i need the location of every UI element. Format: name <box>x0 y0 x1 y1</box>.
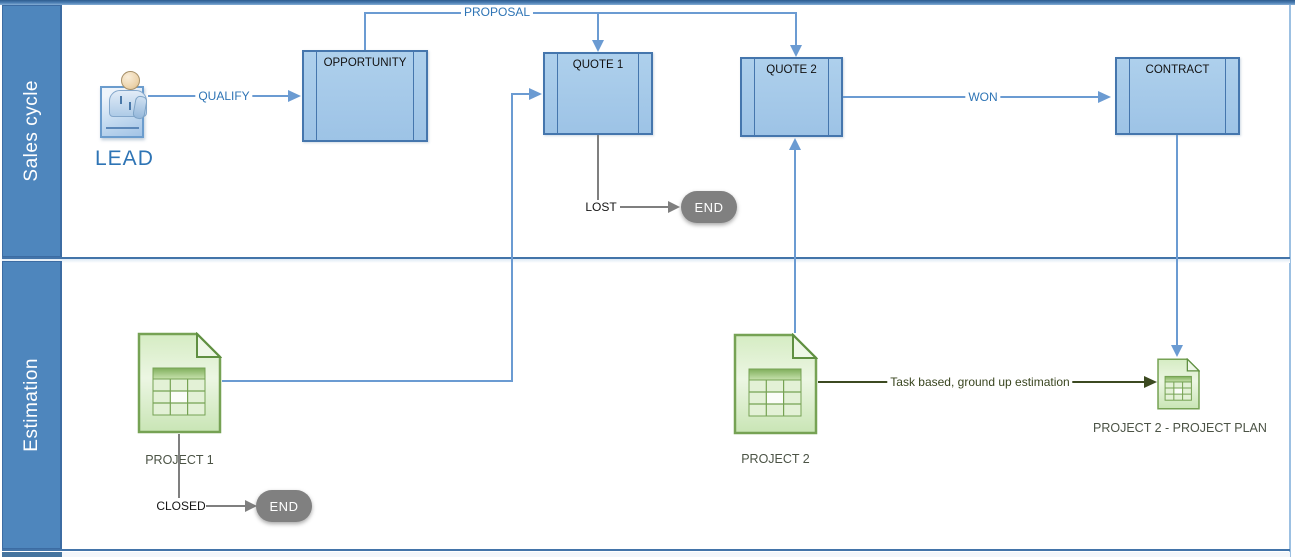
person-detail-mark <box>120 96 122 104</box>
person-detail-mark <box>129 102 131 110</box>
closed-arrowhead-icon <box>245 500 257 512</box>
document-table-icon <box>1157 357 1201 410</box>
lane-title-estimation: Estimation <box>20 358 42 452</box>
quote2-shape[interactable]: QUOTE 2 <box>740 57 843 137</box>
project1-quote1-connector-segment <box>222 380 512 382</box>
lost-arrowhead-icon <box>668 201 680 213</box>
project2-label: PROJECT 2 <box>733 452 818 466</box>
lost-label: LOST <box>582 200 620 214</box>
quote1-label: QUOTE 1 <box>572 59 624 71</box>
project1-quote1-connector-segment <box>511 93 530 95</box>
page-top-border <box>0 0 1295 5</box>
quote1-shape[interactable]: QUOTE 1 <box>543 52 653 135</box>
qualify-arrowhead-icon <box>288 90 301 102</box>
lane-header-estimation[interactable]: Estimation <box>2 261 62 549</box>
qualify-label: QUALIFY <box>195 89 253 103</box>
process-rail <box>828 59 829 135</box>
contract-shape[interactable]: CONTRACT <box>1115 57 1240 135</box>
document-table-icon <box>137 331 223 434</box>
document-table-icon <box>733 332 819 435</box>
lost-connector-segment <box>620 206 669 208</box>
project2-quote2-arrowhead-icon <box>789 138 801 150</box>
end-terminator-estimation[interactable]: END <box>256 490 312 522</box>
project1-shape[interactable] <box>137 331 223 434</box>
page-right-border <box>1289 5 1291 557</box>
person-arm-icon <box>132 95 148 120</box>
end-terminator-sales[interactable]: END <box>681 191 737 223</box>
proposal-connector-segment <box>364 12 366 50</box>
proposal-connector-segment <box>364 12 796 14</box>
process-rail <box>413 52 414 140</box>
opportunity-label: OPPORTUNITY <box>323 57 407 69</box>
task-based-arrowhead-icon <box>1144 376 1157 388</box>
lost-connector-segment <box>597 135 599 201</box>
proposal-connector-segment <box>795 12 797 45</box>
project2-plan-label: PROJECT 2 - PROJECT PLAN <box>1093 421 1267 435</box>
quote2-label: QUOTE 2 <box>766 64 817 76</box>
lane-header-next-partial <box>2 552 62 557</box>
project2-quote2-connector-segment <box>794 149 796 333</box>
next-lane-partial <box>62 552 1290 557</box>
lead-label: LEAD <box>95 147 154 170</box>
won-label: WON <box>965 90 1001 104</box>
project1-quote1-arrowhead-icon <box>529 88 542 100</box>
project2-shape[interactable] <box>733 332 819 435</box>
lane-divider <box>2 257 1290 259</box>
proposal-arrowhead-icon <box>790 45 802 57</box>
person-frame-line <box>106 127 139 129</box>
person-head-icon <box>121 71 140 90</box>
process-rail <box>1225 59 1226 133</box>
contract-label: CONTRACT <box>1145 64 1210 76</box>
contract-plan-arrowhead-icon <box>1171 345 1183 357</box>
end-label: END <box>269 498 299 514</box>
closed-connector-segment <box>206 505 248 507</box>
lane-header-sales-cycle[interactable]: Sales cycle <box>2 5 62 257</box>
proposal-label: PROPOSAL <box>460 5 534 19</box>
closed-label: CLOSED <box>153 499 209 513</box>
contract-plan-connector-segment <box>1176 135 1178 346</box>
process-rail <box>316 52 317 140</box>
lane-bottom-divider <box>2 549 1290 551</box>
process-rail <box>1129 59 1130 133</box>
process-rail <box>754 59 755 135</box>
proposal-connector-segment <box>597 12 599 42</box>
process-rail <box>638 54 639 133</box>
opportunity-shape[interactable]: OPPORTUNITY <box>302 50 428 142</box>
lane-title-sales-cycle: Sales cycle <box>20 80 42 182</box>
proposal-arrowhead-icon <box>592 40 604 52</box>
project1-quote1-connector-segment <box>511 93 513 382</box>
process-rail <box>557 54 558 133</box>
task-based-label: Task based, ground up estimation <box>887 375 1073 389</box>
closed-connector-segment <box>178 434 180 498</box>
project2-plan-shape[interactable] <box>1157 357 1201 410</box>
won-arrowhead-icon <box>1098 91 1111 103</box>
lane-divider-glow <box>2 259 1290 263</box>
end-label: END <box>694 199 724 215</box>
